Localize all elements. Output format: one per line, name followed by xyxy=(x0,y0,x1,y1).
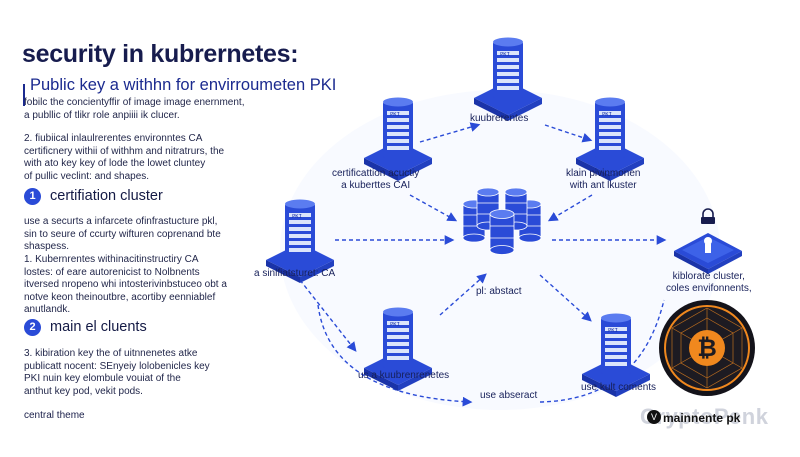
section-2-number: 2 xyxy=(24,319,41,336)
label-bottom-mid: use abseract xyxy=(480,390,538,401)
paragraph-5: 3. kibiration key the of uitnnenetes atk… xyxy=(24,348,210,397)
paragraph-4: 1. Kubernrentes withinacitinstructiry CA… xyxy=(24,254,227,316)
svg-text:PKI: PKI xyxy=(390,112,400,118)
label-lower-left: us a kuubrenrenetes xyxy=(358,370,450,381)
footer-text: central theme xyxy=(24,410,85,421)
svg-text:PKI: PKI xyxy=(602,112,612,118)
bitcoin-symbol: ₿ xyxy=(697,334,717,362)
intro-text: fobilc the concientyffir of image image … xyxy=(24,97,245,121)
paragraph-2: 2. fiubiical inlaulrerentes environntes … xyxy=(24,133,225,182)
page-title: security in kubrernetes: xyxy=(22,40,299,68)
watermark-tag: mainnente pk xyxy=(663,411,741,425)
watermark-badge: V xyxy=(647,410,661,424)
page-subtitle: Public key a withhn for envirroumeten PK… xyxy=(30,76,337,94)
bitcoin-icon: ₿ xyxy=(659,300,755,396)
svg-text:PKI: PKI xyxy=(608,328,618,334)
section-1-title: certifiation cluster xyxy=(50,188,163,204)
watermark-brand: CryptoPenk xyxy=(640,404,769,429)
title-rule xyxy=(23,84,25,106)
label-center: pl: abstact xyxy=(476,286,522,297)
section-1-number: 1 xyxy=(24,188,41,205)
central-database-cluster xyxy=(462,187,542,255)
label-right: kiblorate cluster, coles envifonnents, xyxy=(666,271,752,294)
label-left: a sinlfiatsturet: CA xyxy=(254,268,336,279)
label-upper-right: klain pivinmonen with ant lkuster xyxy=(566,168,641,191)
label-upper-left: certificattion acuctiy a kuberttes CAI xyxy=(332,168,420,191)
section-2-title: main el cluents xyxy=(50,319,147,335)
svg-text:PKI: PKI xyxy=(500,52,510,58)
left-panel: security in kubrernetes: Public key a wi… xyxy=(0,0,336,457)
svg-text:PKI: PKI xyxy=(390,322,400,328)
label-lower-right: use kult coments xyxy=(581,382,657,393)
access-platform-icon xyxy=(674,208,742,274)
label-top: kuubrerentes xyxy=(470,113,529,124)
paragraph-3: use a securts a infarcete ofinfrastuctur… xyxy=(24,216,221,253)
svg-text:PKI: PKI xyxy=(292,214,302,220)
server-top xyxy=(474,37,542,121)
